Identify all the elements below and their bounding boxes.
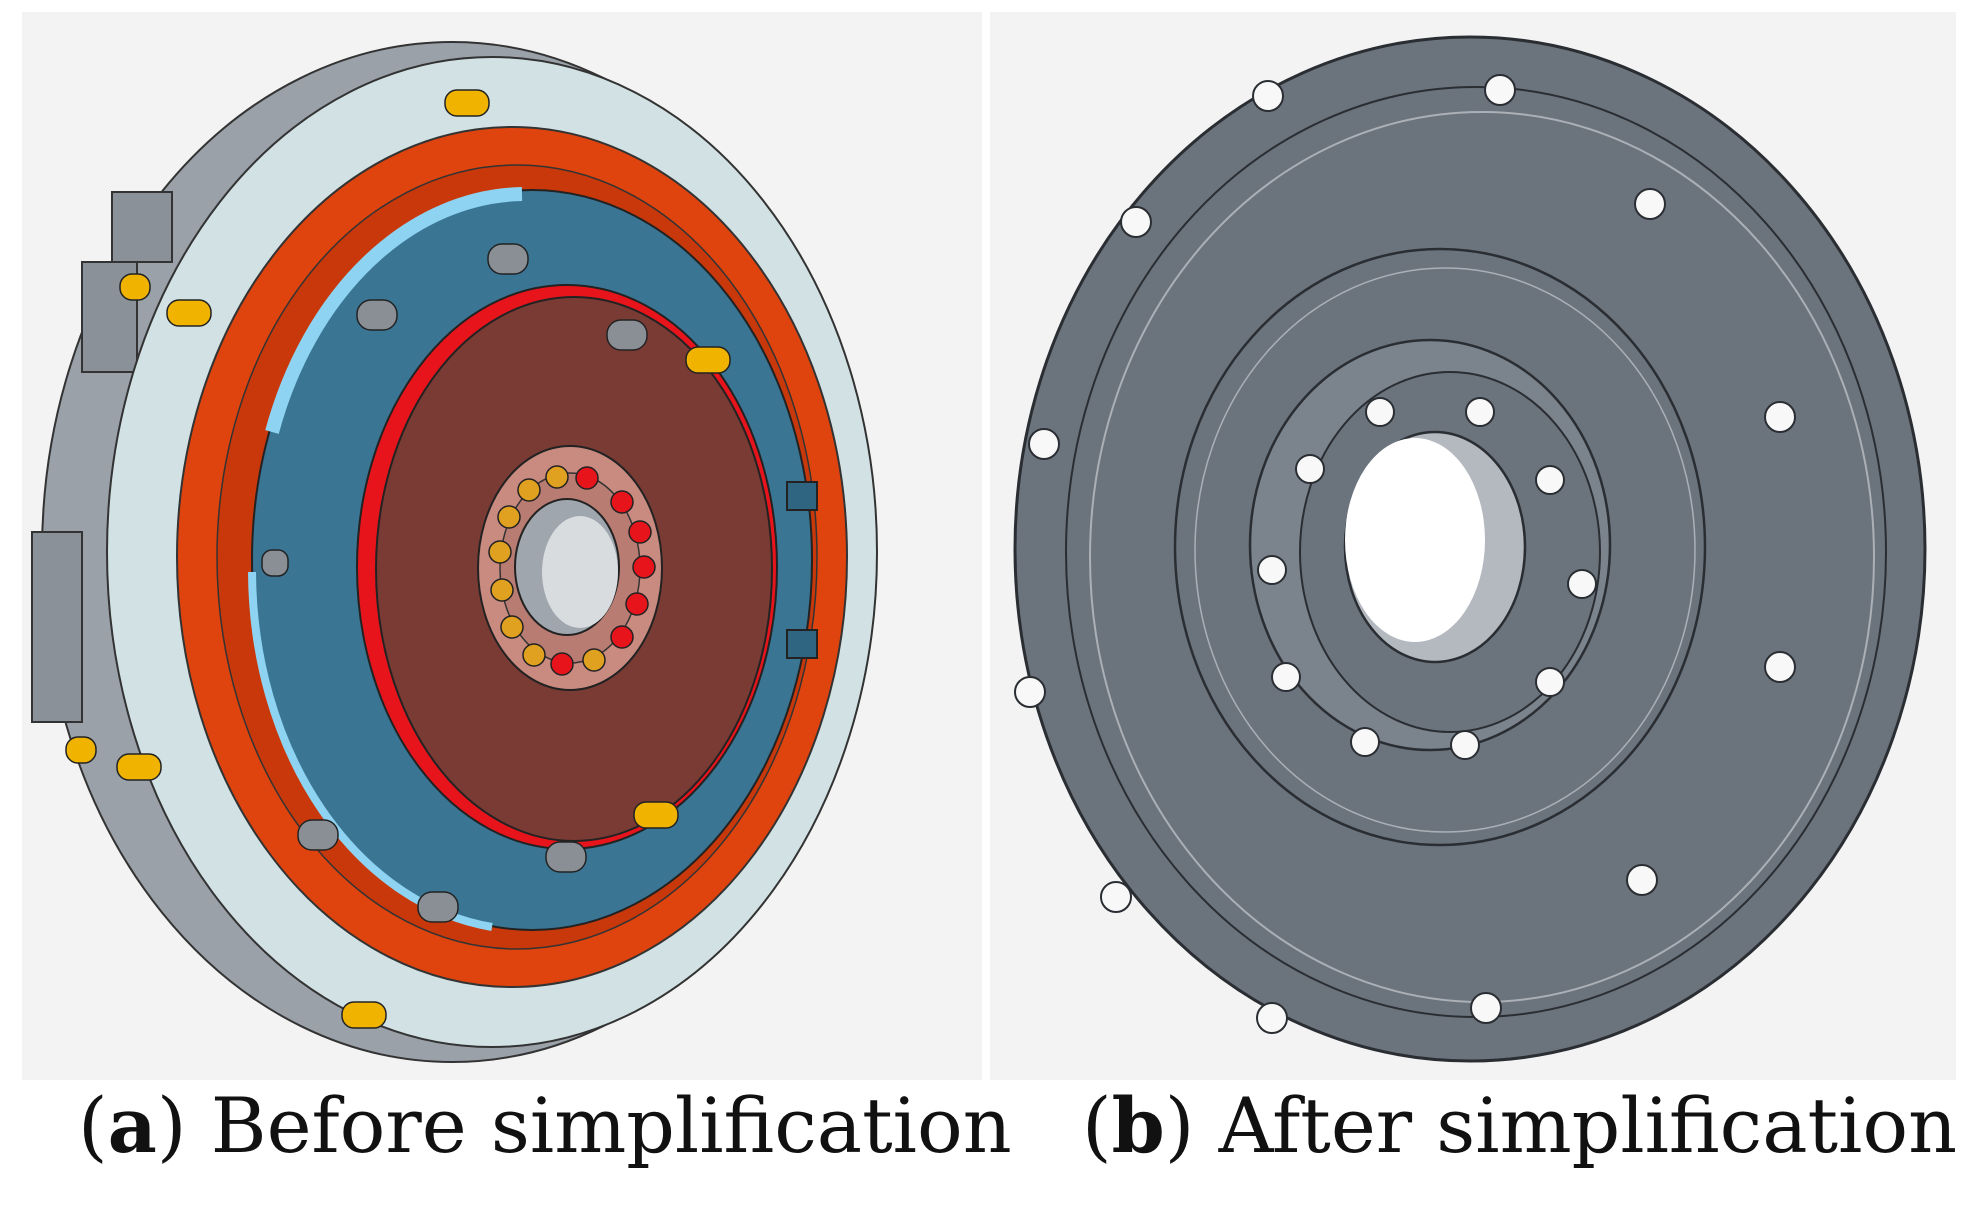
gray-pins — [261, 243, 648, 923]
caption-b-letter: b — [1111, 1081, 1165, 1170]
caption-b-text: After simplification — [1218, 1081, 1958, 1170]
caption-a-text: Before simplification — [210, 1081, 1012, 1170]
panel-after-simplification — [990, 12, 1956, 1080]
model-before-simplification — [31, 41, 878, 1063]
caption-before-simplification: (a) Before simplification — [78, 1081, 1012, 1170]
simplified-inner-ring — [1173, 247, 1707, 847]
flange-holes — [1014, 74, 1796, 1034]
yellow-bolts — [65, 89, 731, 1029]
caption-a-letter: a — [107, 1081, 157, 1170]
hub-screws — [488, 465, 656, 676]
model-after-simplification — [1013, 35, 1927, 1063]
panel-before-simplification — [22, 12, 982, 1080]
caption-after-simplification: (b) After simplification — [1082, 1081, 1958, 1170]
hub-holes — [1257, 397, 1597, 760]
